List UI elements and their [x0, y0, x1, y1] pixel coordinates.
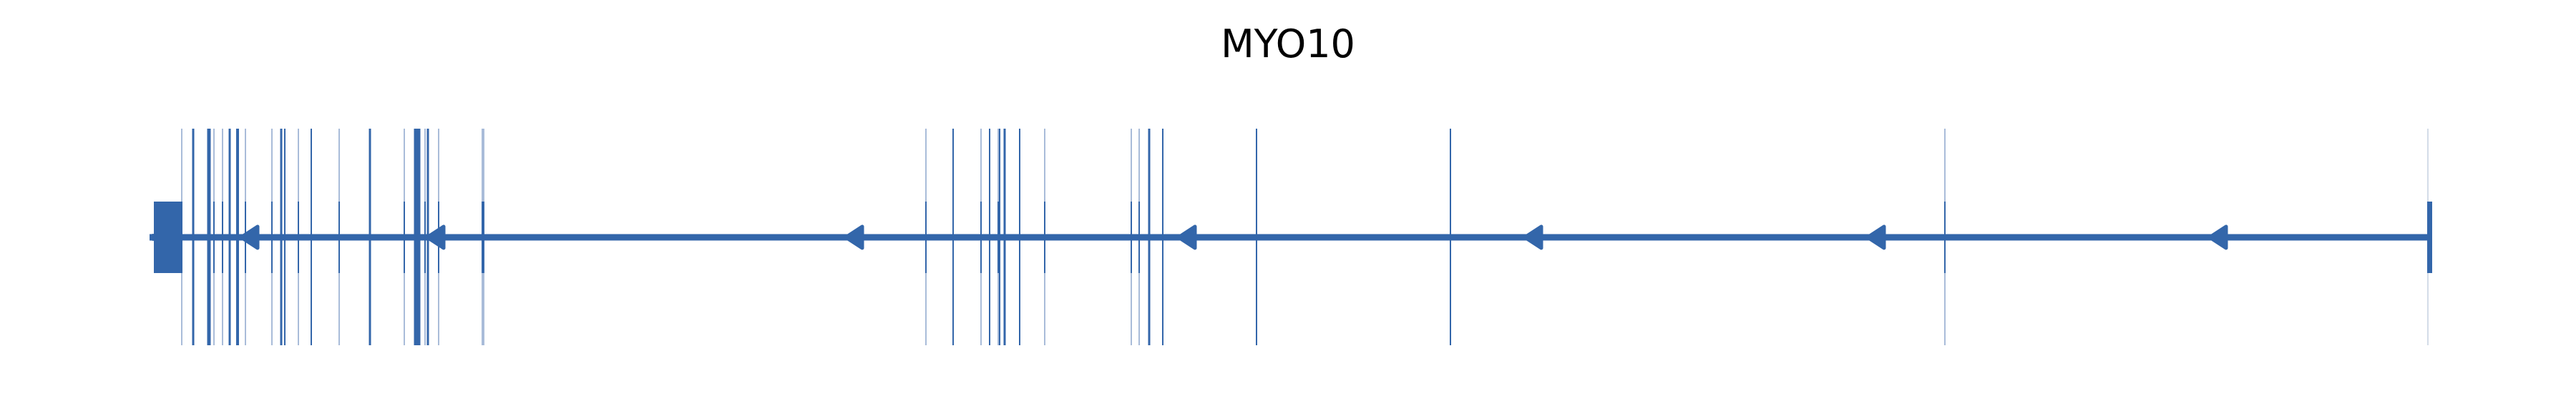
strand-arrow-icon [1523, 224, 1543, 250]
strand-arrow-icon [2207, 224, 2228, 250]
strand-arrow-icon [1176, 224, 1197, 250]
strand-arrow-icon [844, 224, 864, 250]
strand-arrow-icon [239, 224, 260, 250]
exon-box-left [154, 202, 182, 273]
gene-title: MYO10 [1221, 21, 1355, 66]
strand-arrow-icon [425, 224, 446, 250]
line-end-cap-left [150, 234, 157, 241]
strand-arrow-icon [1865, 224, 1886, 250]
line-end-cap-right [2428, 202, 2432, 273]
intron-line [150, 234, 2430, 241]
